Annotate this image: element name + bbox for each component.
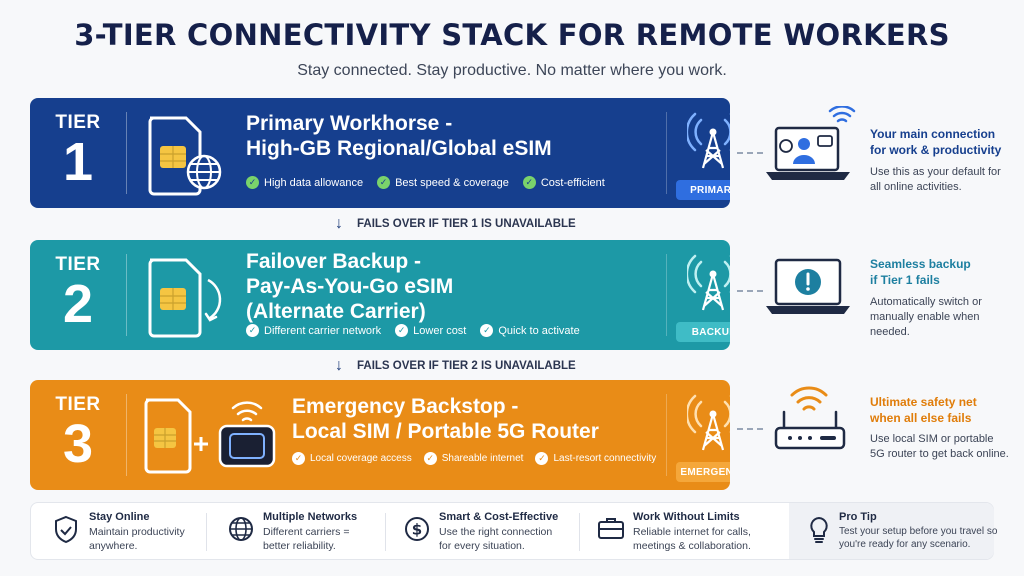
benefit-text: Use the right connection for every situa… <box>439 526 553 552</box>
tier-3-number: 3 <box>62 414 94 474</box>
tier-1-side-text: Use this as your default for all online … <box>870 166 1001 193</box>
tier-2-heading-line3: (Alternate Carrier) <box>246 300 426 323</box>
tier-1-feature: ✓Best speed & coverage <box>377 176 509 189</box>
tier-1-card: TIER 1 Primary Workhorse - High-GB Regio… <box>30 98 730 208</box>
tier-1-divider <box>126 112 127 194</box>
tier-3-side-text: Use local SIM or portable 5G router to g… <box>870 433 1009 460</box>
tier-2-feature: ✓Quick to activate <box>480 324 580 337</box>
cell-tower-icon <box>687 254 730 311</box>
laptop-video-call-icon <box>766 106 856 180</box>
tier-3-feature: ✓Last-resort connectivity <box>535 452 656 465</box>
esim-globe-icon <box>148 116 222 196</box>
check-icon: ✓ <box>522 176 536 189</box>
cell-tower-icon <box>687 112 730 169</box>
tier-1-label: TIER <box>55 112 101 133</box>
benefit-title: Stay Online <box>89 511 150 523</box>
tier-2-heading-line1: Failover Backup - <box>246 250 422 273</box>
tier-1-number: 1 <box>62 132 94 192</box>
router-wifi-icon <box>774 386 846 450</box>
cell-tower-icon <box>687 394 730 451</box>
tier-1-right-divider <box>666 112 667 194</box>
tier-2-side-title-line1: Seamless backup <box>870 257 971 271</box>
tier-3-feature: ✓Local coverage access <box>292 452 412 465</box>
check-icon: ✓ <box>423 452 437 465</box>
tier-3-side-title-line2: when all else fails <box>870 411 972 425</box>
failover-note-1: ↓ FAILS OVER IF TIER 1 IS UNAVAILABLE <box>335 215 576 232</box>
benefit-text: Different carriers = better reliability. <box>263 526 350 552</box>
briefcase-icon <box>598 518 624 539</box>
benefit-divider <box>206 513 207 551</box>
check-icon: ✓ <box>535 452 549 465</box>
tier-1-feature: ✓High data allowance <box>246 176 363 189</box>
pro-tip-box: Pro Tip Test your setup before you trave… <box>789 503 997 559</box>
check-icon: ✓ <box>480 324 494 337</box>
tier-2-heading-line2: Pay-As-You-Go eSIM <box>246 275 454 298</box>
benefit-title: Smart & Cost-Effective <box>439 511 559 523</box>
tier-2-right-divider <box>666 254 667 336</box>
dollar-icon: $ <box>405 517 429 541</box>
globe-icon <box>229 517 253 541</box>
tier-1-badge: PRIMARY <box>676 180 730 200</box>
benefit-divider <box>385 513 386 551</box>
tier-2-badge: BACKUP <box>676 322 730 342</box>
tier-1-side-title-line2: for work & productivity <box>870 143 1002 157</box>
benefit-title: Work Without Limits <box>633 511 740 523</box>
check-icon: ✓ <box>395 324 409 337</box>
page-title: 3-TIER CONNECTIVITY STACK FOR REMOTE WOR… <box>74 18 950 52</box>
check-icon: ✓ <box>292 452 305 465</box>
tier-3-side-title-line1: Ultimate safety net <box>870 395 977 409</box>
tier-2-side-text: Automatically switch or manually enable … <box>870 296 982 338</box>
arrow-down-icon: ↓ <box>335 357 343 374</box>
tier-2-divider <box>126 254 127 336</box>
check-icon: ✓ <box>246 324 259 337</box>
esim-switch-icon <box>148 258 222 338</box>
tier-2-label: TIER <box>55 254 101 275</box>
tier-2-side-title-line2: if Tier 1 fails <box>870 273 940 287</box>
tier-3-label: TIER <box>55 394 101 415</box>
laptop-alert-icon <box>766 258 850 314</box>
connector-line <box>737 428 763 430</box>
benefits-bar: Stay Online Maintain productivity anywhe… <box>30 502 997 560</box>
sim-router-icon <box>144 398 276 474</box>
benefit-text: Reliable internet for calls, meetings & … <box>633 526 751 552</box>
lightbulb-icon <box>810 516 828 543</box>
pro-tip-title: Pro Tip <box>839 511 877 523</box>
tier-3-heading-line1: Emergency Backstop - <box>292 395 519 418</box>
tier-3-right-divider <box>666 394 667 476</box>
tier-1-heading-line2: High-GB Regional/Global eSIM <box>246 137 552 160</box>
tier-2-card: TIER 2 Failover Backup - Pay-As-You-Go e… <box>30 240 730 350</box>
failover-note-2: ↓ FAILS OVER IF TIER 2 IS UNAVAILABLE <box>335 357 576 374</box>
shield-check-icon <box>55 515 77 544</box>
benefit-divider <box>579 513 580 551</box>
connector-line <box>737 290 763 292</box>
check-icon: ✓ <box>246 176 259 189</box>
tier-3-divider <box>126 394 127 476</box>
tier-2-number: 2 <box>62 274 94 334</box>
tier-3-heading-line2: Local SIM / Portable 5G Router <box>292 420 599 443</box>
tier-2-feature: ✓Lower cost <box>395 324 466 337</box>
tier-1-heading-line1: Primary Workhorse - <box>246 112 453 135</box>
connector-line <box>737 152 763 154</box>
tier-3-badge: EMERGENCY <box>676 462 730 482</box>
page-subtitle: Stay connected. Stay productive. No matt… <box>297 62 727 79</box>
check-icon: ✓ <box>377 176 391 189</box>
tier-2-feature: ✓Different carrier network <box>246 324 381 337</box>
arrow-down-icon: ↓ <box>335 215 343 232</box>
pro-tip-text: Test your setup before you travel so you… <box>839 526 998 550</box>
benefit-title: Multiple Networks <box>263 511 358 523</box>
tier-1-side-title-line1: Your main connection <box>870 127 996 141</box>
tier-1-feature: ✓Cost-efficient <box>522 176 605 189</box>
tier-3-feature: ✓Shareable internet <box>423 452 523 465</box>
benefit-text: Maintain productivity anywhere. <box>89 526 185 552</box>
tier-3-card: TIER 3 Emergency Backstop - Local SIM / … <box>30 380 730 490</box>
svg-text:$: $ <box>412 521 422 539</box>
